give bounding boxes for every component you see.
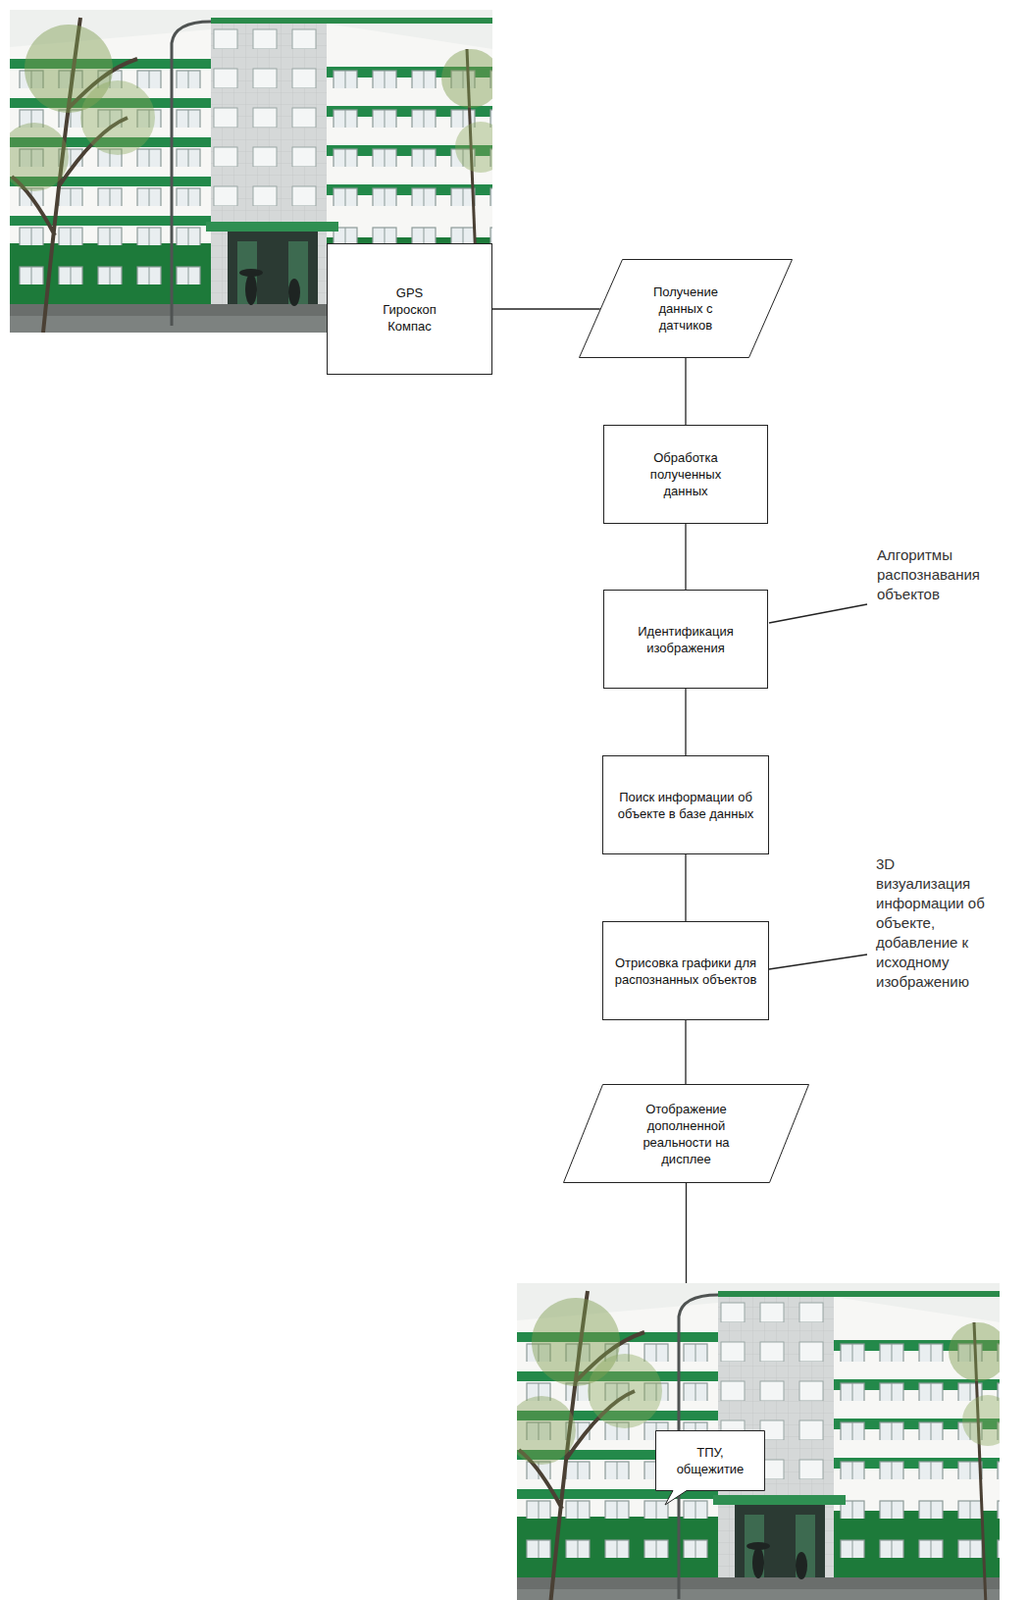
node-text: GPS Гироскоп Компас [374, 284, 446, 335]
node-text: Обработка полученных данных [634, 449, 737, 500]
node-text: ТПУ, общежитие [668, 1443, 752, 1478]
connector-line [684, 1020, 686, 1084]
process-box: Идентификация изображения [603, 589, 769, 689]
connector-line [684, 358, 686, 425]
leader-line [769, 604, 868, 623]
callout-outline [655, 1430, 766, 1492]
connector-line [685, 1182, 687, 1284]
io-parallelogram: Получение данных с датчиков [578, 258, 793, 359]
building-photo [507, 1283, 1014, 1600]
node-text: Отображение дополненной реальности на ди… [637, 1100, 736, 1168]
process-box: Отрисовка графики для распознанных объек… [602, 921, 770, 1021]
connector-line [492, 308, 601, 309]
process-box: Обработка полученных данных [603, 424, 769, 524]
connector-line [684, 523, 686, 590]
parallelogram-outline [563, 1083, 810, 1184]
annotation-note: Алгоритмы распознавания объектов [876, 545, 1007, 605]
shape-outline [579, 259, 793, 359]
node-text: Идентификация изображения [617, 622, 755, 657]
node-text: Получение данных с датчиков [636, 283, 735, 334]
node-text: Отрисовка графики для распознанных объек… [612, 954, 760, 988]
shape-outline [656, 1431, 766, 1506]
shape-outline [564, 1084, 810, 1184]
annotation-note: 3D визуализация информации об объекте, д… [875, 854, 992, 992]
connector-line [684, 688, 686, 756]
io-parallelogram: Отображение дополненной реальности на ди… [563, 1083, 810, 1184]
leader-line [769, 954, 868, 970]
connector-line [684, 854, 686, 922]
node-text: Поиск информации об объекте в базе данны… [612, 788, 760, 823]
callout-bubble: ТПУ, общежитие [655, 1430, 766, 1492]
sensor-box: GPS Гироскоп Компас [326, 243, 493, 375]
process-box: Поиск информации об объекте в базе данны… [602, 755, 770, 855]
